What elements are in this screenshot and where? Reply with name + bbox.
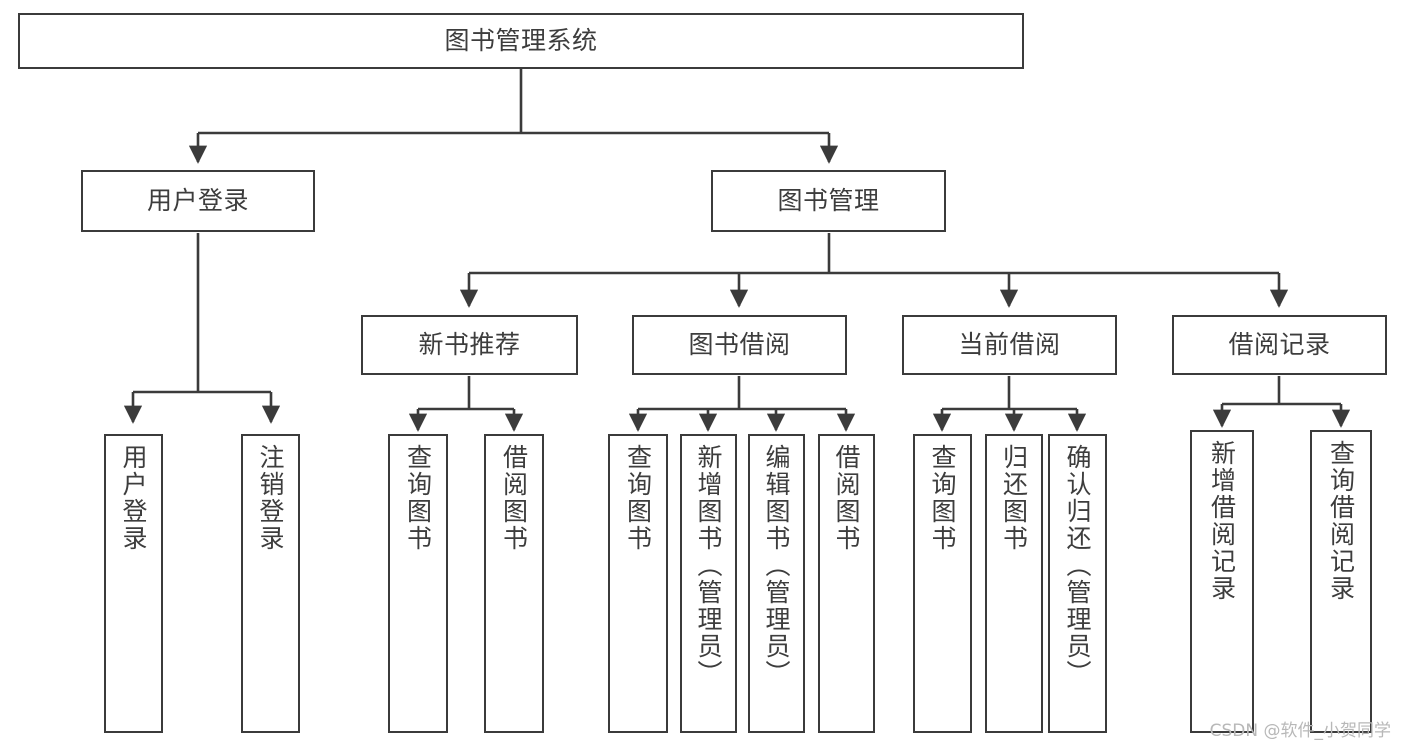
node-label: 当前借阅 [958, 330, 1061, 360]
leaf-confirm-return-admin[interactable]: 确认归还（管理员） [1048, 434, 1107, 733]
node-label: 用户登录 [119, 444, 148, 552]
node-label: 图书管理 [777, 186, 880, 216]
node-label: 借阅图书 [832, 444, 861, 552]
leaf-borrow-book[interactable]: 借阅图书 [818, 434, 875, 733]
node-label: 查询图书 [928, 444, 957, 552]
node-book-borrow[interactable]: 图书借阅 [632, 315, 847, 375]
node-label: 查询图书 [403, 444, 433, 552]
node-label: 图书借阅 [688, 330, 791, 360]
node-label: 新增图书（管理员） [694, 444, 723, 687]
node-root-system[interactable]: 图书管理系统 [18, 13, 1024, 69]
leaf-user-login[interactable]: 用户登录 [104, 434, 163, 733]
node-label: 查询借阅记录 [1326, 440, 1356, 602]
leaf-logout[interactable]: 注销登录 [241, 434, 300, 733]
node-label: 借阅图书 [499, 444, 529, 552]
csdn-watermark: CSDN @软件_小贺同学 [1209, 721, 1391, 741]
leaf-return-book[interactable]: 归还图书 [985, 434, 1043, 733]
node-label: 借阅记录 [1228, 330, 1331, 360]
node-label: 注销登录 [256, 444, 285, 552]
node-label: 新增借阅记录 [1207, 440, 1237, 602]
node-user-login[interactable]: 用户登录 [81, 170, 315, 232]
leaf-query-book-borrow[interactable]: 查询图书 [608, 434, 668, 733]
node-book-manage[interactable]: 图书管理 [711, 170, 946, 232]
node-label: 确认归还（管理员） [1063, 444, 1092, 687]
node-label: 用户登录 [146, 186, 249, 216]
leaf-borrow-book-recommend[interactable]: 借阅图书 [484, 434, 544, 733]
node-borrow-record[interactable]: 借阅记录 [1172, 315, 1387, 375]
node-label: 新书推荐 [418, 330, 521, 360]
leaf-query-book-recommend[interactable]: 查询图书 [388, 434, 448, 733]
leaf-query-borrow-record[interactable]: 查询借阅记录 [1310, 430, 1372, 733]
node-label: 图书管理系统 [444, 26, 598, 56]
leaf-add-borrow-record[interactable]: 新增借阅记录 [1190, 430, 1254, 733]
node-label: 查询图书 [623, 444, 653, 552]
leaf-add-book-admin[interactable]: 新增图书（管理员） [680, 434, 737, 733]
leaf-edit-book-admin[interactable]: 编辑图书（管理员） [748, 434, 805, 733]
node-new-book-recommend[interactable]: 新书推荐 [361, 315, 578, 375]
node-label: 归还图书 [999, 444, 1029, 552]
leaf-query-book-current[interactable]: 查询图书 [913, 434, 972, 733]
node-current-borrow[interactable]: 当前借阅 [902, 315, 1117, 375]
node-label: 编辑图书（管理员） [762, 444, 791, 687]
